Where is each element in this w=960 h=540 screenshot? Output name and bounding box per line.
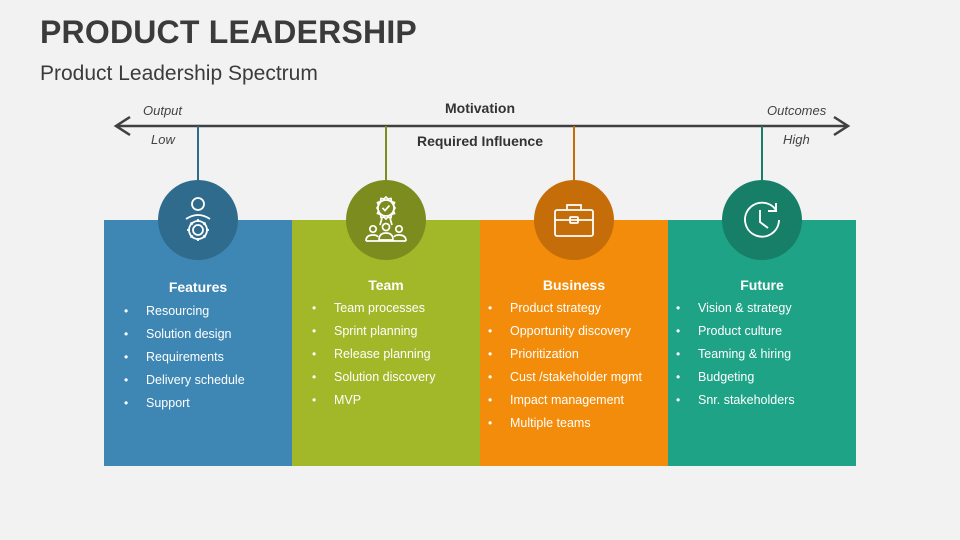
list-item: Release planning	[312, 343, 474, 366]
features-icon-circle	[158, 180, 238, 260]
card-title-business: Business	[542, 277, 606, 293]
list-item: Delivery schedule	[124, 369, 286, 392]
list-item: Support	[124, 392, 286, 415]
list-item: Team processes	[312, 297, 474, 320]
card-title-team: Team	[368, 277, 404, 293]
connector-line-features	[197, 126, 199, 182]
axis-label-required-influence: Required Influence	[416, 133, 544, 149]
card-features: Features Resourcing Solution design Requ…	[104, 220, 292, 466]
list-item: Multiple teams	[488, 412, 662, 435]
list-item: Opportunity discovery	[488, 320, 662, 343]
axis-label-output: Output	[143, 103, 183, 118]
axis-label-high: High	[783, 132, 810, 147]
list-item: MVP	[312, 389, 474, 412]
list-item: Budgeting	[676, 366, 850, 389]
future-icon-circle	[722, 180, 802, 260]
business-icon-circle	[534, 180, 614, 260]
page-title: PRODUCT LEADERSHIP	[40, 14, 417, 50]
connector-line-future	[761, 126, 763, 182]
axis-arrow-left	[113, 115, 131, 137]
axis-arrow-right	[833, 115, 851, 137]
page-subtitle: Product Leadership Spectrum	[40, 62, 318, 85]
list-item: Product strategy	[488, 297, 662, 320]
list-item: Requirements	[124, 346, 286, 369]
list-item: Cust /stakeholder mgmt	[488, 366, 662, 389]
list-item: Vision & strategy	[676, 297, 850, 320]
card-business: Business Product strategy Opportunity di…	[480, 220, 668, 466]
list-item: Solution design	[124, 323, 286, 346]
list-item: Teaming & hiring	[676, 343, 850, 366]
list-item: Solution discovery	[312, 366, 474, 389]
card-title-future: Future	[740, 277, 784, 293]
list-item: Prioritization	[488, 343, 662, 366]
connector-line-team	[385, 126, 387, 182]
clock-icon	[744, 201, 780, 238]
list-item: Sprint planning	[312, 320, 474, 343]
list-item: Product culture	[676, 320, 850, 343]
axis-label-low: Low	[151, 132, 175, 147]
spectrum-axis	[113, 115, 851, 137]
connector-line-business	[573, 126, 575, 182]
list-item: Snr. stakeholders	[676, 389, 850, 412]
person-gear-icon	[185, 197, 211, 241]
axis-label-motivation: Motivation	[445, 100, 515, 116]
card-list-business: Product strategy Opportunity discovery P…	[488, 297, 662, 435]
list-item: Resourcing	[124, 300, 286, 323]
card-list-future: Vision & strategy Product culture Teamin…	[676, 297, 850, 412]
briefcase-icon	[554, 204, 594, 237]
award-team-icon	[365, 196, 407, 242]
card-list-team: Team processes Sprint planning Release p…	[312, 297, 474, 412]
list-item: Impact management	[488, 389, 662, 412]
axis-label-outcomes: Outcomes	[767, 103, 827, 118]
card-future: Future Vision & strategy Product culture…	[668, 220, 856, 466]
team-icon-circle	[346, 180, 426, 260]
card-title-features: Features	[168, 279, 228, 295]
card-list-features: Resourcing Solution design Requirements …	[124, 300, 286, 415]
card-team: Team Team processes Sprint planning Rele…	[292, 220, 480, 466]
